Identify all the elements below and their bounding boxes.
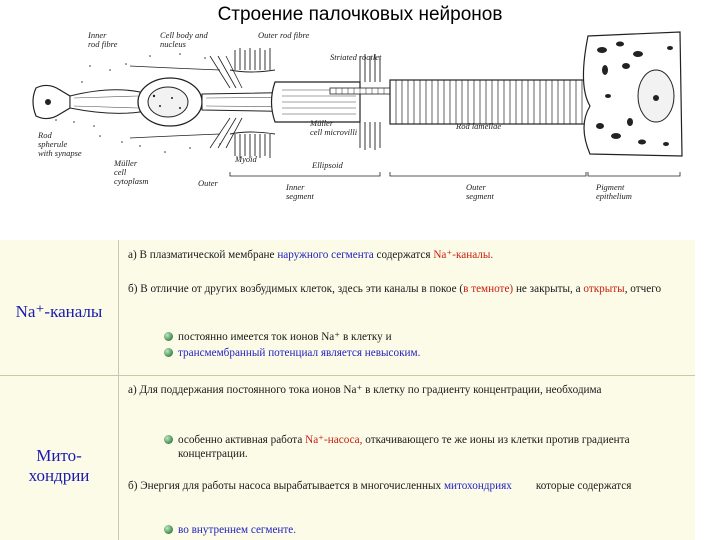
svg-text:Rod lamellae: Rod lamellae bbox=[455, 121, 501, 131]
bullet-icon bbox=[162, 346, 176, 360]
svg-text:Striated rootlet: Striated rootlet bbox=[330, 52, 382, 62]
bullet-icon bbox=[162, 330, 176, 344]
svg-text:with synapse: with synapse bbox=[38, 148, 82, 158]
row-label-mitochondria-1: Мито- bbox=[36, 446, 82, 465]
svg-text:segment: segment bbox=[466, 191, 494, 201]
outer-segment-link[interactable]: наружного сегмента bbox=[277, 249, 374, 261]
page-title: Строение палочковых нейронов bbox=[217, 4, 503, 25]
svg-text:Outer: Outer bbox=[198, 178, 219, 188]
info-table: Na⁺-каналы а) В плазматической мембране … bbox=[0, 240, 695, 540]
row1-paragraph-a: а) В плазматической мембране наружного с… bbox=[128, 249, 494, 261]
svg-text:cytoplasm: cytoplasm bbox=[114, 176, 148, 186]
svg-text:cell: cell bbox=[114, 167, 127, 177]
svg-text:Outer: Outer bbox=[466, 182, 487, 192]
svg-text:Inner: Inner bbox=[87, 30, 107, 40]
svg-text:Cell body and: Cell body and bbox=[160, 30, 208, 40]
row1-bullet-1: постоянно имеется ток ионов Na⁺ в клетку… bbox=[178, 331, 392, 343]
rod-lamellae bbox=[395, 80, 583, 124]
row-separator bbox=[0, 375, 695, 376]
svg-text:rod fibre: rod fibre bbox=[88, 39, 118, 49]
svg-text:Outer rod fibre: Outer rod fibre bbox=[258, 30, 310, 40]
svg-text:Rod: Rod bbox=[37, 130, 52, 140]
bullet-icon bbox=[162, 433, 176, 447]
svg-text:Inner: Inner bbox=[285, 182, 305, 192]
row2-bullet-2: во внутреннем сегменте. bbox=[178, 524, 297, 536]
mitochondria-link[interactable]: митохондриях bbox=[443, 480, 512, 492]
row1-paragraph-b: б) В отличие от других возбудимых клеток… bbox=[128, 283, 662, 295]
svg-text:segment: segment bbox=[286, 191, 314, 201]
svg-text:Ellipsoid: Ellipsoid bbox=[311, 160, 343, 170]
row-label-mitochondria-2: хондрии bbox=[28, 466, 90, 485]
row-label-na-channels: Na⁺-каналы bbox=[15, 302, 103, 321]
svg-text:epithelium: epithelium bbox=[596, 191, 632, 201]
pigment-granules bbox=[596, 41, 673, 146]
left-column bbox=[0, 240, 119, 540]
svg-text:Myoid: Myoid bbox=[234, 154, 257, 164]
svg-text:Müller: Müller bbox=[309, 118, 334, 128]
row1-bullet-2: трансмембранный потенциал является невыс… bbox=[178, 347, 421, 359]
rod-neuron-diagram: Inner rod fibre Cell body and nucleus Ou… bbox=[32, 30, 683, 201]
svg-text:cell microvilli: cell microvilli bbox=[310, 127, 358, 137]
row2-bullet-1: особенно активная работа Na⁺-насоса, отк… bbox=[178, 434, 630, 460]
bullet-icon bbox=[162, 523, 176, 537]
row2-paragraph-b: б) Энергия для работы насоса вырабатывае… bbox=[128, 480, 632, 492]
svg-text:Müller: Müller bbox=[113, 158, 138, 168]
svg-text:nucleus: nucleus bbox=[160, 39, 187, 49]
svg-text:Pigment: Pigment bbox=[595, 182, 625, 192]
row2-paragraph-a: а) Для поддержания постоянного тока ионо… bbox=[128, 384, 602, 396]
svg-text:spherule: spherule bbox=[38, 139, 68, 149]
